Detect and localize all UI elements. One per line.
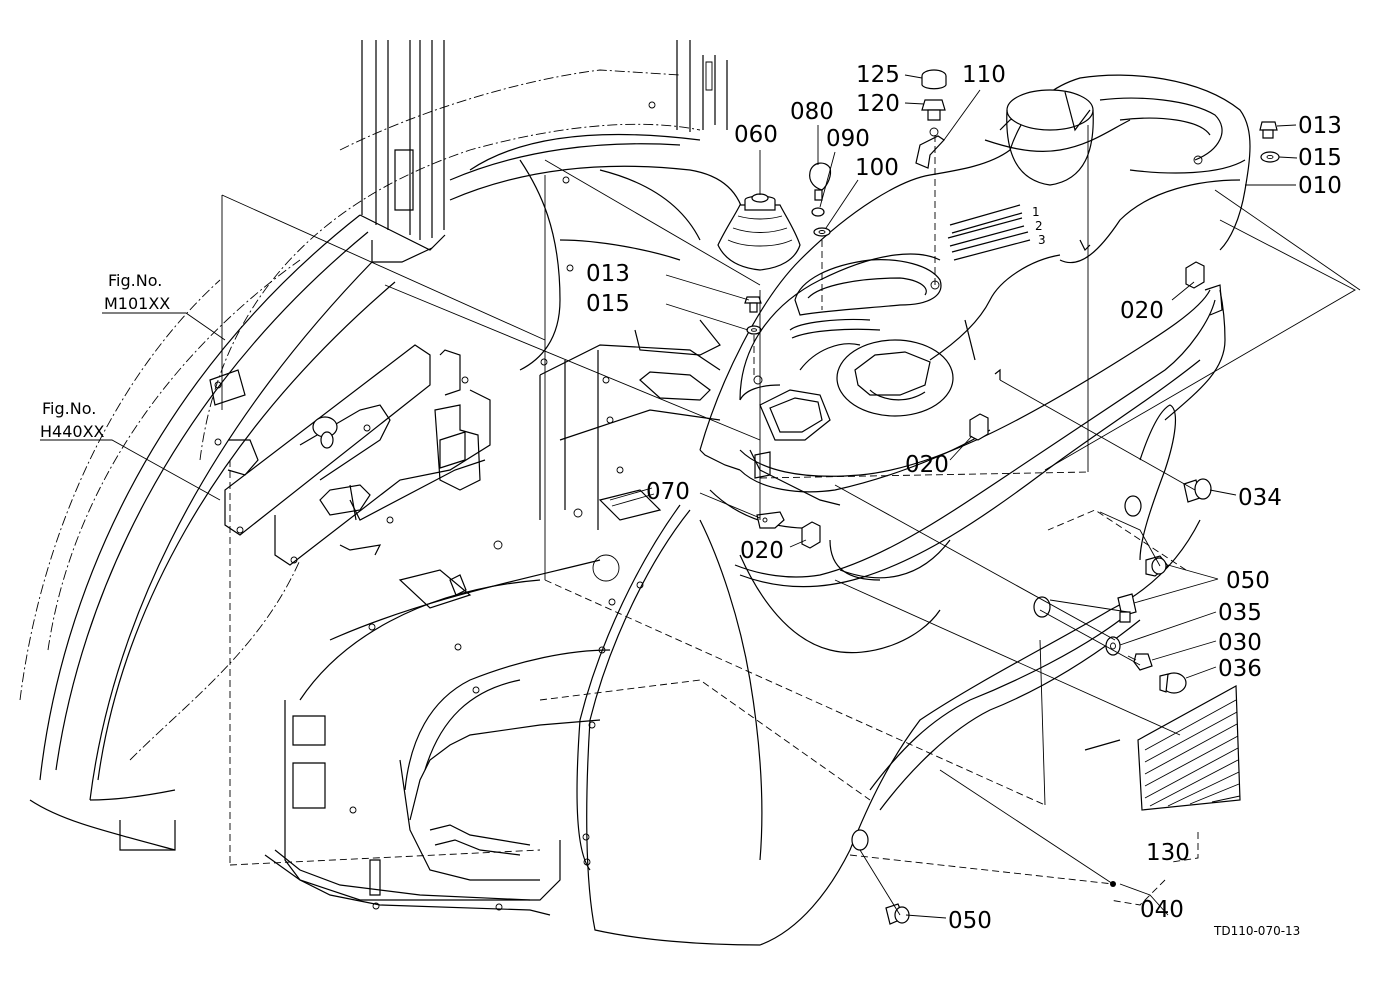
part-label-090[interactable]: 090	[826, 126, 870, 152]
side-cover-040	[576, 284, 1226, 946]
control-lever-bracket	[209, 344, 491, 566]
part-label-060[interactable]: 060	[734, 122, 778, 148]
part-label-020-lower[interactable]: 020	[740, 538, 784, 564]
fig-ref-code-2[interactable]: H440XX	[40, 422, 105, 441]
part-label-020-center[interactable]: 020	[905, 452, 949, 478]
svg-text:2: 2	[1035, 219, 1043, 233]
part-label-110[interactable]: 110	[962, 62, 1006, 88]
fig-ref-title-1: Fig.No.	[108, 271, 162, 290]
drawing-reference: TD110-070-13	[1213, 924, 1300, 938]
part-label-035[interactable]: 035	[1218, 600, 1262, 626]
part-label-080[interactable]: 080	[790, 99, 834, 125]
part-label-050-bottom[interactable]: 050	[948, 908, 992, 934]
console-panel-010: 1 2 3	[699, 74, 1251, 529]
part-label-130[interactable]: 130	[1146, 840, 1190, 866]
part-label-125[interactable]: 125	[856, 62, 900, 88]
svg-text:1: 1	[1032, 205, 1040, 219]
fig-ref-code-1[interactable]: M101XX	[104, 294, 170, 313]
part-label-100[interactable]: 100	[855, 155, 899, 181]
part-label-015-right[interactable]: 015	[1298, 145, 1342, 171]
part-label-040[interactable]: 040	[1140, 897, 1184, 923]
part-label-020-right[interactable]: 020	[1120, 298, 1164, 324]
small-parts	[717, 69, 1280, 925]
part-labels: 125 120 110 080 090 100 060 013 015 010 …	[586, 62, 1342, 934]
decal-hatch	[1144, 699, 1241, 807]
part-label-050-right[interactable]: 050	[1226, 568, 1270, 594]
part-label-120[interactable]: 120	[856, 91, 900, 117]
figure-references: Fig.No. M101XX Fig.No. H440XX	[40, 271, 170, 441]
part-label-010[interactable]: 010	[1298, 173, 1342, 199]
part-label-036[interactable]: 036	[1218, 656, 1262, 682]
part-label-034[interactable]: 034	[1238, 485, 1282, 511]
leader-lines	[221, 125, 1361, 916]
part-label-015-lower[interactable]: 015	[586, 291, 630, 317]
part-label-013-lower[interactable]: 013	[586, 261, 630, 287]
part-label-030[interactable]: 030	[1218, 630, 1262, 656]
floor-frame	[264, 319, 721, 916]
svg-text:3: 3	[1038, 233, 1046, 247]
part-label-013-right[interactable]: 013	[1298, 113, 1342, 139]
callout-leaders	[40, 74, 1298, 919]
fig-ref-title-2: Fig.No.	[42, 399, 96, 418]
cab-frame	[19, 40, 746, 851]
part-label-070[interactable]: 070	[646, 479, 690, 505]
